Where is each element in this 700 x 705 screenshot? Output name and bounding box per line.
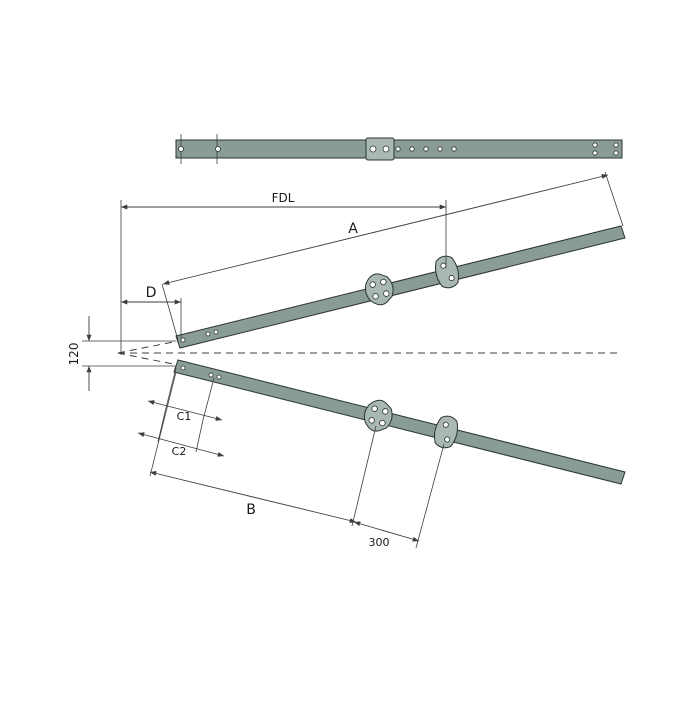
top-bar-hole xyxy=(592,150,598,156)
lower-arm-hole xyxy=(216,374,222,380)
lower-arm-bracket-1 xyxy=(363,399,393,432)
top-view-bar xyxy=(175,134,623,164)
lower-arm-bracket-2 xyxy=(433,415,459,449)
d-label: D xyxy=(146,285,157,301)
lower-arm-hole xyxy=(180,365,186,371)
dimension-spacing: 300 xyxy=(353,443,445,549)
upper-arm-hole xyxy=(205,331,211,337)
upper-arm-hole xyxy=(180,337,186,343)
lower-arm-hole xyxy=(208,372,214,378)
lower-arm xyxy=(173,359,626,485)
upper-arm xyxy=(175,225,626,349)
top-bar-hole xyxy=(409,146,415,152)
dimension-offset: 120 xyxy=(67,316,176,391)
upper-arm-bar xyxy=(175,225,626,349)
top-bar-hole xyxy=(178,146,184,152)
dimension-fdl: FDL xyxy=(120,191,447,355)
top-bar-bracket xyxy=(365,137,395,161)
lower-arm-bar xyxy=(173,359,626,485)
spacing-label: 300 xyxy=(369,536,390,549)
top-bar-hole xyxy=(613,142,619,148)
upper-arm-hole xyxy=(213,329,219,335)
dimension-c1: C1 xyxy=(147,367,223,423)
dimension-d: D xyxy=(121,285,182,338)
top-bar-hole xyxy=(215,146,221,152)
offset-label: 120 xyxy=(67,343,81,366)
lower-arm-projection xyxy=(117,352,179,366)
top-bar-hole xyxy=(437,146,443,152)
dimension-a: A xyxy=(161,171,624,341)
fdl-label: FDL xyxy=(272,191,295,205)
b-label: B xyxy=(246,502,256,518)
top-bar-hole xyxy=(395,146,401,152)
top-bar-hole xyxy=(451,146,457,152)
c1-label: C1 xyxy=(177,410,192,423)
top-bar-hole xyxy=(382,145,390,153)
dimension-c2: C2 xyxy=(137,411,225,458)
top-bar-hole xyxy=(592,142,598,148)
dimension-b: B xyxy=(149,371,377,527)
top-bar-hole xyxy=(613,150,619,156)
a-label: A xyxy=(348,221,358,237)
c2-label: C2 xyxy=(172,445,187,458)
top-bar-hole xyxy=(423,146,429,152)
top-bar-hole xyxy=(369,145,377,153)
upper-arm-projection xyxy=(117,340,179,354)
